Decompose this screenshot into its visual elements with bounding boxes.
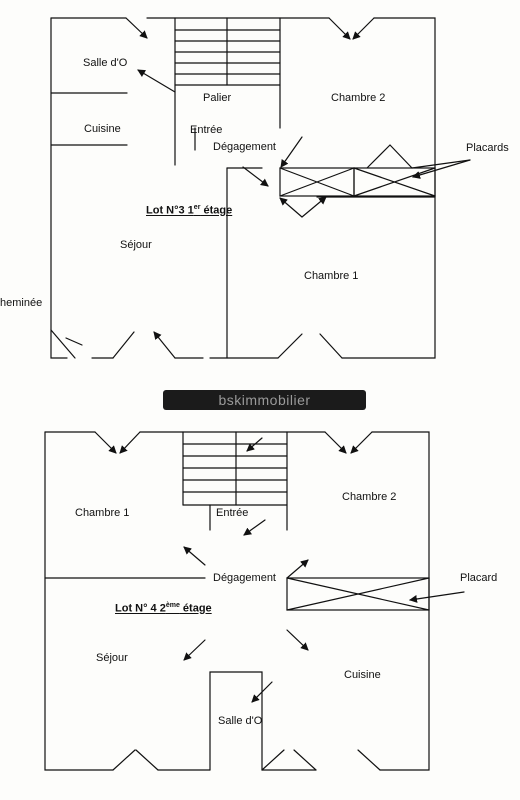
- floor2-lot-title: Lot N° 4 2ème étage: [115, 602, 212, 615]
- floor1-label-placards: Placards: [466, 142, 509, 154]
- floor1-label-salle-do: Salle d'O: [83, 57, 128, 69]
- floor1-label-entree: Entrée: [190, 124, 223, 136]
- floor2-walls: [44, 431, 430, 771]
- floor1-label-sejour: Séjour: [120, 239, 152, 251]
- floor2-label-placard: Placard: [460, 572, 498, 584]
- floor1-lot-title: Lot N°3 1er étage: [146, 204, 233, 217]
- floor1-label-cuisine: Cuisine: [84, 123, 121, 135]
- floor1-label-degagement: Dégagement: [213, 141, 276, 153]
- floor1-label-chambre-2: Chambre 2: [331, 92, 386, 104]
- floor1-door-swings: [65, 17, 471, 359]
- floor2-label-cuisine: Cuisine: [344, 669, 381, 681]
- floor1-label-palier: Palier: [203, 92, 232, 104]
- floor2-label-degagement: Dégagement: [213, 572, 276, 584]
- watermark-logo: bskimmobilier: [163, 390, 366, 410]
- floor2-label-chambre-1: Chambre 1: [75, 507, 130, 519]
- floor1-walls: [50, 17, 436, 359]
- floor2-label-salle-do: Salle d'O: [218, 715, 263, 727]
- floor2-label-sejour: Séjour: [96, 652, 128, 664]
- floor1-label-cheminee: heminée: [0, 297, 43, 309]
- floor2-door-swings: [94, 431, 465, 771]
- floor2-label-chambre-2: Chambre 2: [342, 491, 397, 503]
- floor2-label-entree: Entrée: [216, 507, 249, 519]
- floor1-label-chambre-1: Chambre 1: [304, 270, 359, 282]
